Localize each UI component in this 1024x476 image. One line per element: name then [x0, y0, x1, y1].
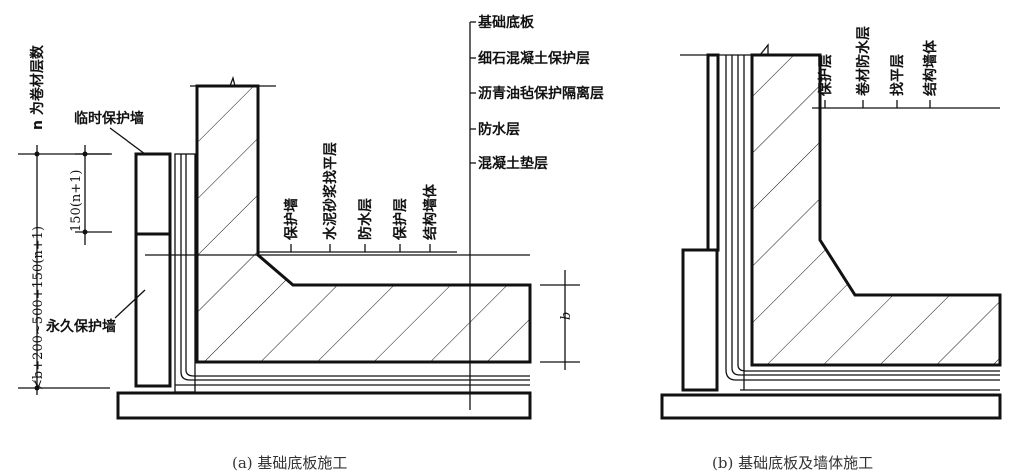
- dimension-lines-a: ≮b+200~500+150(n+1) n 为卷材层数 150(n+1) b: [18, 44, 580, 395]
- dimension-b: b: [559, 312, 574, 320]
- concrete-bedding-b: [660, 393, 1002, 420]
- wall-label: 找平层: [889, 54, 906, 96]
- permanent-protective-wall: [134, 232, 172, 388]
- permanent-protective-wall-b: [681, 248, 719, 392]
- layer-label: 混凝土垫层: [478, 155, 548, 172]
- wall-label: 结构墙体: [922, 39, 939, 96]
- wall-label: 保护层: [817, 54, 834, 97]
- layer-label: 防水层: [478, 121, 520, 138]
- dimension-note: n 为卷材层数: [29, 44, 46, 130]
- wall-label: 保护墙: [283, 198, 300, 241]
- wall-label-list-a: 保护墙 水泥砂浆找平层 防水层 保护层 结构墙体: [258, 142, 457, 253]
- protective-layer-a: [174, 153, 196, 393]
- wall-label: 结构墙体: [422, 183, 439, 240]
- layer-label: 细石混凝土保护层: [478, 50, 590, 67]
- wall-label-list-b: 保护层 卷材防水层 找平层 结构墙体: [812, 26, 1000, 109]
- dimension-lap: 150(n+1): [69, 170, 84, 233]
- permanent-wall-label: 永久保护墙: [45, 318, 116, 335]
- figure-a: 基础底板 细石混凝土保护层 沥青油毡保护隔离层 防水层 混凝土垫层 保护墙 水泥…: [18, 14, 604, 472]
- wall-label: 防水层: [357, 198, 374, 240]
- layer-label: 沥青油毡保护隔离层: [478, 85, 604, 102]
- wall-label: 水泥砂浆找平层: [322, 142, 339, 240]
- figure-b: 保护层 卷材防水层 找平层 结构墙体 (b) 基础底板及墙体施工: [660, 26, 1002, 472]
- wall-label: 保护层: [392, 198, 409, 241]
- cross-hatched-protective-layer: [706, 53, 720, 252]
- concrete-bedding-a: [116, 391, 532, 420]
- dimension-total: ≮b+200~500+150(n+1): [31, 226, 46, 390]
- wall-label: 卷材防水层: [855, 26, 872, 97]
- temporary-protective-wall: [134, 152, 172, 236]
- caption-b: (b) 基础底板及墙体施工: [712, 454, 873, 472]
- temporary-wall-label: 临时保护墙: [74, 110, 144, 127]
- layer-label: 基础底板: [478, 14, 535, 31]
- layer-label-list-a: 基础底板 细石混凝土保护层 沥青油毡保护隔离层 防水层 混凝土垫层: [470, 14, 604, 172]
- caption-a: (a) 基础底板施工: [232, 454, 347, 472]
